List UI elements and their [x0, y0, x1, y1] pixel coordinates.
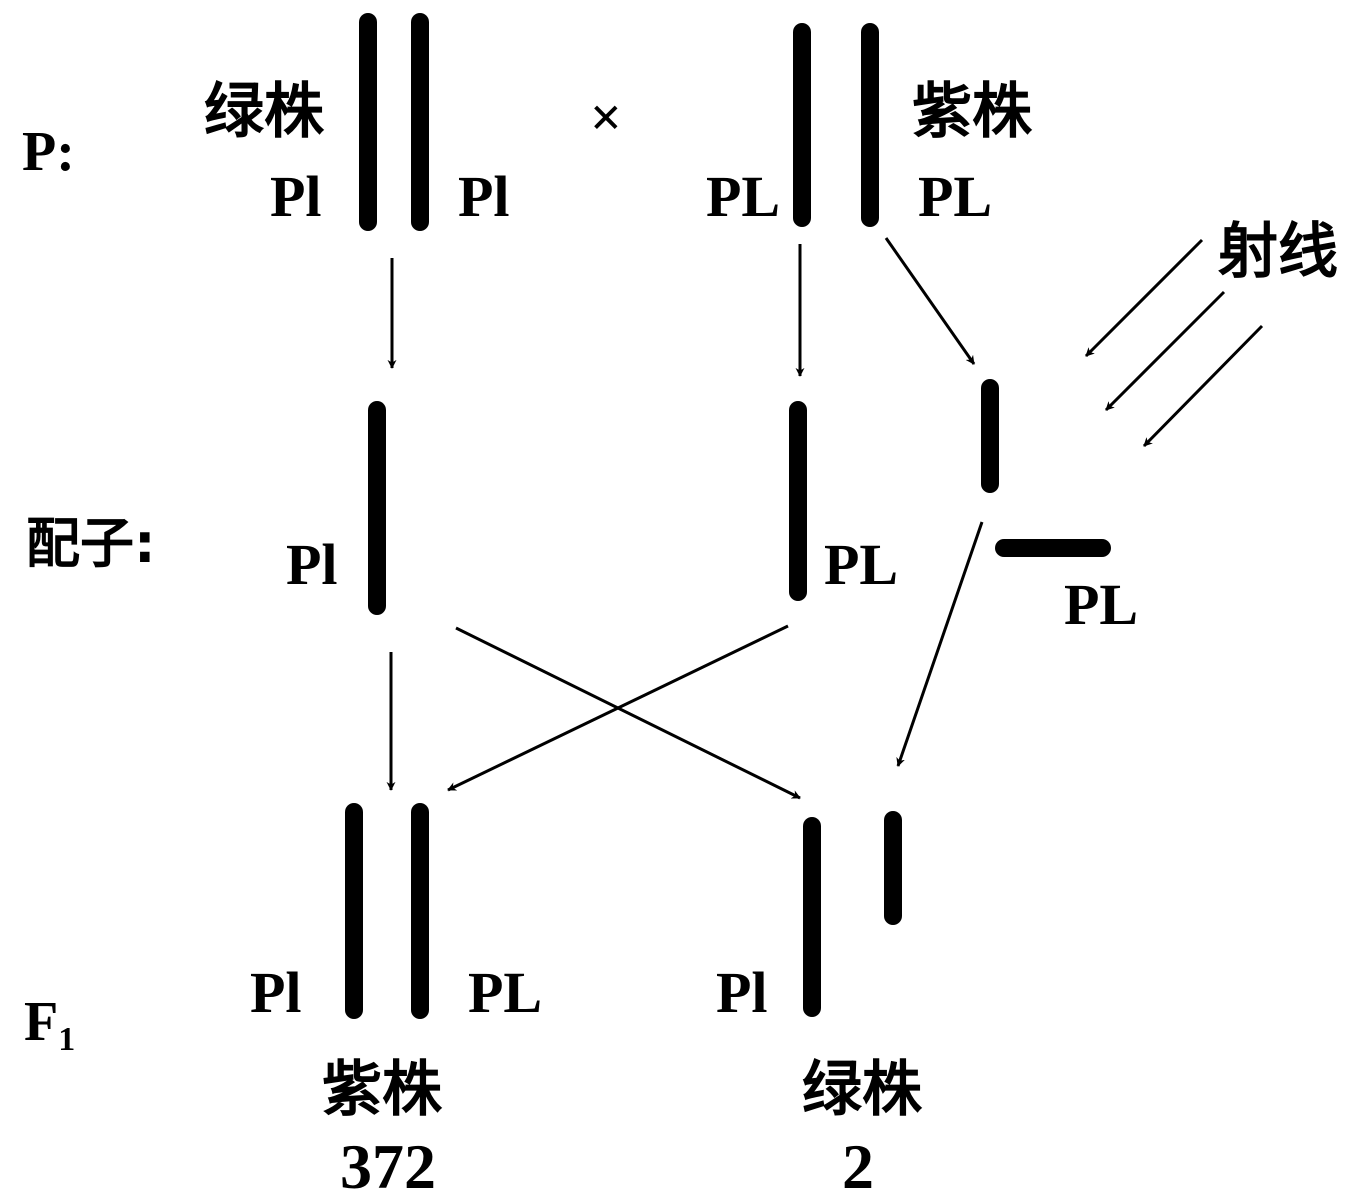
f1-left-allele-1: Pl [250, 960, 302, 1025]
gamete-middle-allele: PL [824, 532, 898, 597]
radiation-ray-3 [1142, 324, 1264, 448]
f1-row-label: F1 [24, 991, 75, 1058]
parent-left-allele-2: Pl [458, 164, 510, 229]
radiation-ray-2 [1104, 290, 1226, 412]
gamete-row-label: 配子: [26, 512, 156, 575]
f1-left-count: 372 [340, 1131, 436, 1202]
arrow-broken-gamete-to-right-offspring [896, 521, 984, 767]
f1-right-phenotype: 绿株 [802, 1055, 923, 1125]
f1-right-allele: Pl [716, 960, 768, 1025]
fragment-allele: PL [1064, 572, 1138, 637]
arrow-to-irradiated-chromosome [884, 237, 976, 365]
parent-right-allele-2: PL [918, 164, 992, 229]
f1-right-count: 2 [842, 1131, 874, 1202]
parent-left-allele-1: Pl [270, 164, 322, 229]
radiation-ray-1 [1084, 238, 1204, 358]
arrow-left-gamete-to-right-offspring [455, 626, 801, 800]
parent-row-label: P: [22, 121, 75, 183]
radiation-label: 射线 [1218, 217, 1338, 287]
arrow-middle-gamete-to-left-offspring [447, 624, 789, 792]
f1-left-phenotype: 紫株 [322, 1055, 443, 1125]
parent-right-phenotype: 紫株 [912, 77, 1033, 147]
parent-left-phenotype: 绿株 [204, 77, 325, 147]
f1-left-allele-2: PL [468, 960, 542, 1025]
cross-symbol: × [590, 87, 622, 149]
parent-right-allele-1: PL [706, 164, 780, 229]
gamete-left-allele: Pl [286, 532, 338, 597]
